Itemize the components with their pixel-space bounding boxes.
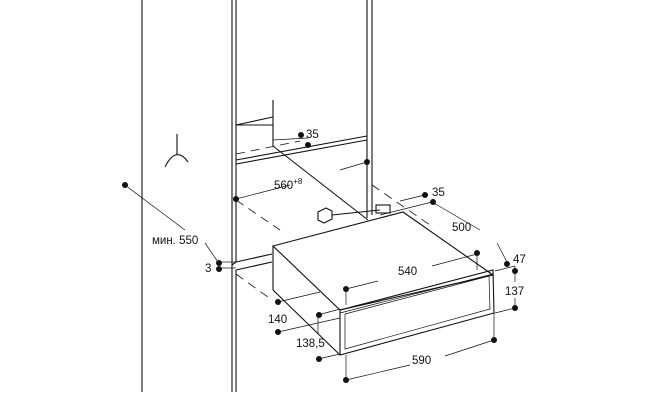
dim-label-590: 590 xyxy=(412,355,431,367)
dim-label-35-top: 35 xyxy=(306,129,319,141)
dim-label-3: 3 xyxy=(205,263,211,275)
installation-symbol-icon xyxy=(164,134,189,168)
dim-label-500: 500 xyxy=(452,222,471,234)
dim-label-137: 137 xyxy=(505,286,524,298)
dim-label-47: 47 xyxy=(513,254,526,266)
dim-label-138-5: 138,5 xyxy=(296,338,325,350)
dimension-lines xyxy=(124,135,516,381)
dim-label-560: 560+8 xyxy=(274,177,303,192)
dim-label-35-rear: 35 xyxy=(432,187,445,199)
cabinet xyxy=(231,0,431,392)
dim-label-140: 140 xyxy=(268,314,287,326)
dim-label-min-550: мин. 550 xyxy=(152,235,198,247)
power-plug-icon xyxy=(317,204,391,224)
dim-label-540: 540 xyxy=(398,266,417,278)
dimension-points xyxy=(122,132,518,383)
